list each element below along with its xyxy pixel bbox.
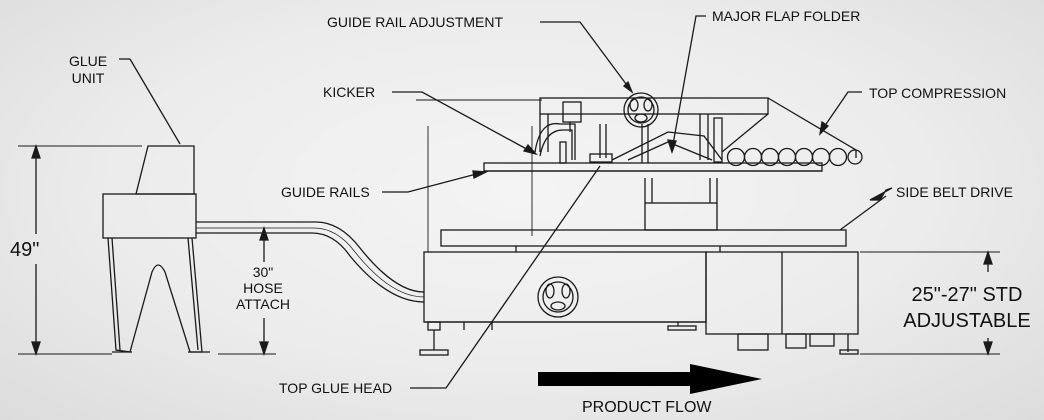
dimension-49 (18, 143, 142, 357)
label-hose-attach-line1: 30" (252, 264, 274, 280)
label-major-flap-folder: MAJOR FLAP FOLDER (712, 8, 861, 24)
label-product-flow: PRODUCT FLOW (582, 399, 712, 416)
label-glue-unit-line1: GLUE (68, 53, 108, 69)
label-height-adjustable-line1: 25"-27" STD (911, 284, 1023, 306)
label-guide-rails: GUIDE RAILS (281, 184, 370, 200)
label-top-glue-head: TOP GLUE HEAD (279, 380, 393, 396)
label-hose-attach-line2: HOSE (243, 280, 283, 296)
base-handwheel (537, 276, 579, 318)
label-hose-attach-line3: ATTACH (236, 296, 290, 312)
glue-unit-leader (119, 58, 181, 145)
compression-rollers (726, 147, 863, 167)
label-height-adjustable-line2: ADJUSTABLE (903, 310, 1031, 332)
label-height-49: 49" (10, 239, 40, 261)
label-glue-unit: GLUE UNIT (64, 53, 112, 87)
label-top-compression: TOP COMPRESSION (869, 85, 1007, 101)
product-flow-arrow (538, 364, 762, 394)
label-glue-unit-line2: UNIT (71, 70, 105, 86)
dimension-25-27 (860, 249, 1000, 357)
label-kicker: KICKER (323, 84, 376, 100)
dimension-30 (218, 225, 276, 357)
label-hose-attach: 30" HOSE ATTACH (228, 264, 298, 312)
leader-lines (382, 15, 893, 389)
glue-unit (102, 145, 210, 353)
label-guide-rail-adjustment: GUIDE RAIL ADJUSTMENT (327, 14, 504, 30)
hose (196, 221, 425, 303)
label-side-belt-drive: SIDE BELT DRIVE (896, 184, 1013, 200)
guide-rail-handwheel (623, 92, 659, 128)
label-height-adjustable: 25"-27" STD ADJUSTABLE (892, 282, 1042, 334)
machine-frame (416, 97, 859, 356)
